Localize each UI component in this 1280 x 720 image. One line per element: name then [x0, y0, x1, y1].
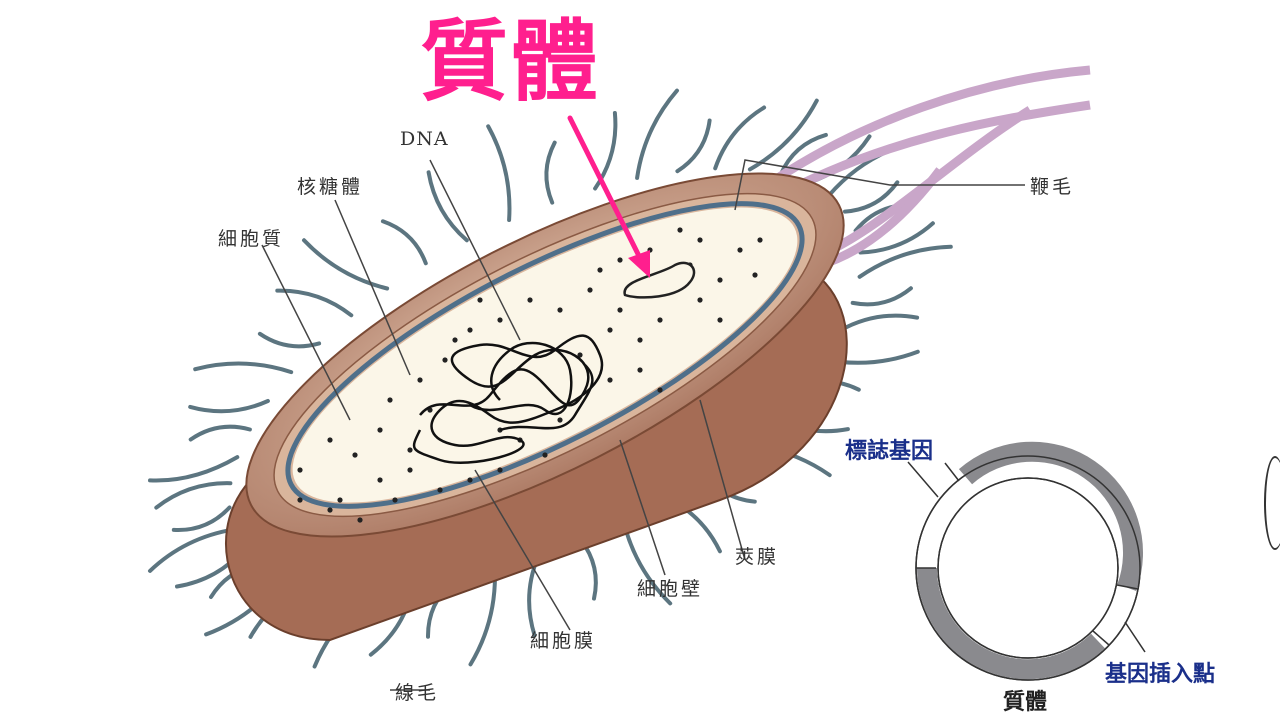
ribosome	[607, 327, 613, 333]
pilus	[275, 288, 354, 318]
plasmid-caption: 質體	[1003, 690, 1048, 715]
pilus	[193, 361, 294, 375]
pilus	[747, 98, 819, 172]
label-ribosome: 核糖體	[297, 176, 364, 198]
plasmid-ring-segment	[916, 567, 1105, 680]
flagellum	[757, 65, 1091, 270]
ribosome	[597, 267, 603, 273]
pilus	[544, 140, 557, 205]
pilus	[302, 238, 390, 291]
ribosome	[587, 287, 593, 293]
label-cell-wall: 細胞壁	[637, 578, 704, 600]
pilus	[857, 244, 953, 279]
leader-lines	[261, 159, 1025, 691]
pilus	[257, 331, 322, 349]
ribosome	[527, 297, 533, 303]
ribosome	[392, 497, 398, 503]
ribosome	[607, 377, 613, 383]
ribosome	[417, 377, 423, 383]
ribosome	[557, 307, 563, 313]
ribosome	[697, 237, 703, 243]
ribosome	[617, 257, 623, 263]
ribosome	[752, 272, 758, 278]
pilus	[838, 313, 920, 333]
plasmid-insertion-site-label: 基因插入點	[1105, 662, 1216, 687]
edge-decoration	[1264, 456, 1280, 550]
pilus	[148, 455, 240, 483]
ribosome	[557, 417, 563, 423]
ribosome	[637, 367, 643, 373]
pilus	[635, 88, 679, 180]
label-capsule: 莢膜	[735, 546, 780, 568]
ribosome	[717, 317, 723, 323]
pilus	[858, 221, 935, 255]
ribosome	[452, 337, 458, 343]
plasmid-ring	[907, 441, 1146, 681]
page-title: 質體	[420, 10, 601, 113]
ribosome	[757, 237, 763, 243]
ribosome	[717, 277, 723, 283]
label-cell-membrane: 細胞膜	[530, 630, 597, 652]
pilus	[188, 424, 252, 442]
ribosome	[327, 437, 333, 443]
ribosome	[442, 357, 448, 363]
ribosome	[337, 497, 343, 503]
label-flagellum: 鞭毛	[1030, 176, 1075, 198]
cell-plasmid	[623, 261, 696, 299]
ribosome	[352, 452, 358, 458]
pilus	[380, 219, 428, 266]
label-cytoplasm: 細胞質	[218, 228, 285, 250]
ribosome	[437, 487, 443, 493]
ribosome	[297, 467, 303, 473]
ribosome	[497, 467, 503, 473]
ribosome	[697, 297, 703, 303]
pilus	[486, 124, 512, 222]
ribosome	[737, 247, 743, 253]
ribosome	[467, 327, 473, 333]
ribosome	[327, 507, 333, 513]
pilus	[675, 118, 712, 174]
ribosome	[657, 317, 663, 323]
pilus	[426, 170, 469, 243]
ribosome	[377, 427, 383, 433]
title-arrow	[567, 115, 650, 278]
ribosome	[497, 317, 503, 323]
pilus	[148, 527, 237, 573]
cell-membrane	[285, 201, 805, 509]
ribosome	[657, 387, 663, 393]
ribosome	[387, 397, 393, 403]
pilus	[188, 399, 270, 414]
ribosome	[377, 477, 383, 483]
pilus	[154, 481, 233, 510]
pilus	[778, 132, 828, 177]
ribosome	[467, 477, 473, 483]
pilus	[171, 505, 232, 532]
ribosome	[407, 467, 413, 473]
label-dna: DNA	[400, 128, 449, 150]
ribosome	[677, 227, 683, 233]
ribosome	[637, 337, 643, 343]
pilus	[713, 105, 767, 171]
pilus	[843, 180, 900, 214]
ribosome	[407, 447, 413, 453]
label-pilus: 線毛	[395, 682, 440, 704]
ribosome	[357, 517, 363, 523]
plasmid-marker-gene-label: 標誌基因	[845, 439, 934, 464]
ribosome	[617, 307, 623, 313]
ribosome	[477, 297, 483, 303]
pilus	[850, 286, 913, 307]
dna	[412, 334, 604, 464]
ribosome	[577, 352, 583, 358]
ribosome	[542, 452, 548, 458]
plasmid-ring-segment	[958, 441, 1143, 592]
ribosome	[297, 497, 303, 503]
